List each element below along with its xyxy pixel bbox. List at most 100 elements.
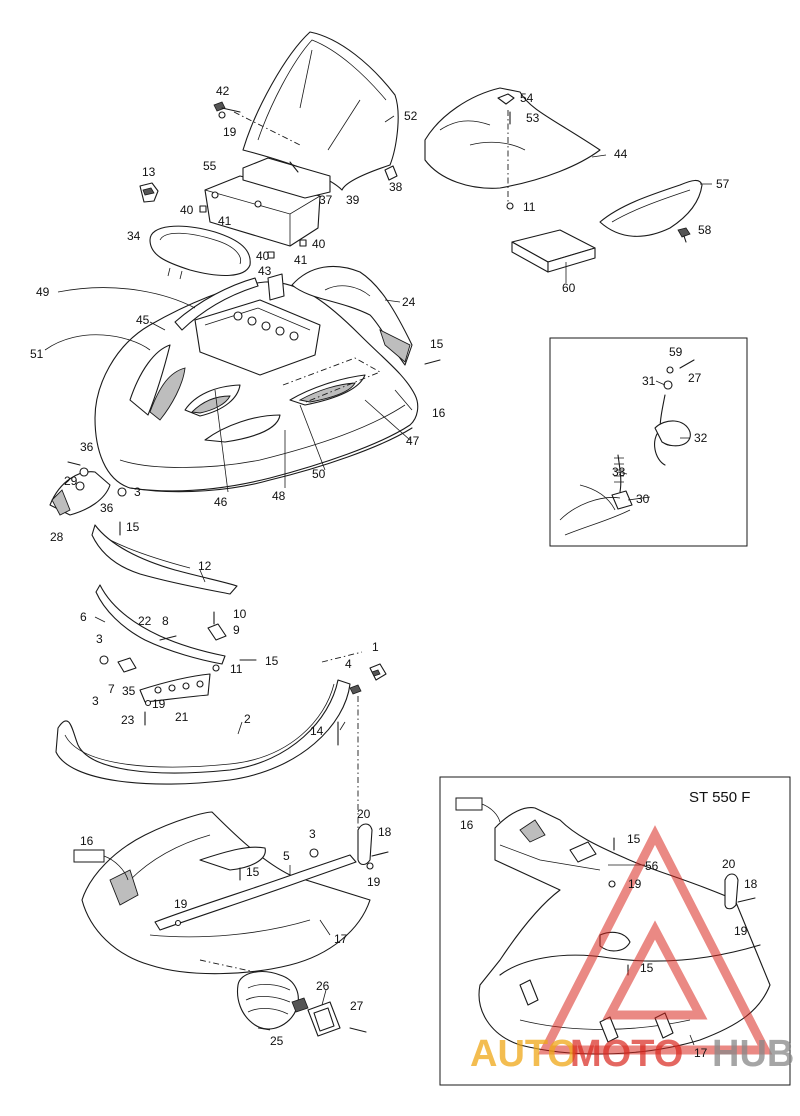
callout-19: 19 <box>223 125 237 139</box>
callout-labels: 42 19 52 54 53 44 13 55 38 37 39 57 11 4… <box>30 84 758 1060</box>
callout-25: 25 <box>270 1034 284 1048</box>
callout-56: 56 <box>645 859 659 873</box>
st550f-decal-16 <box>455 797 483 811</box>
callout-12: 12 <box>198 559 212 573</box>
callout-15-d: 15 <box>246 865 260 879</box>
bracket-6 <box>95 584 226 665</box>
callout-23: 23 <box>121 713 135 727</box>
callout-8: 8 <box>162 614 169 628</box>
callout-35: 35 <box>122 684 136 698</box>
callout-36-b: 36 <box>100 501 114 515</box>
leader-lines <box>44 115 712 1046</box>
callout-19-c: 19 <box>367 875 381 889</box>
callout-40-a: 40 <box>180 203 194 217</box>
trim-45 <box>174 277 259 331</box>
callout-16-hood: 16 <box>432 406 446 420</box>
callout-40-b: 40 <box>312 237 326 251</box>
st550f-plate-20 <box>724 873 739 910</box>
callout-15-f: 15 <box>640 961 654 975</box>
callout-28: 28 <box>50 530 64 544</box>
callout-21: 21 <box>175 710 189 724</box>
hardware-small <box>67 111 756 1033</box>
callout-20-a: 20 <box>357 807 371 821</box>
callout-32: 32 <box>694 431 708 445</box>
callout-60: 60 <box>562 281 576 295</box>
callout-33: 33 <box>612 465 626 479</box>
callout-52: 52 <box>404 109 418 123</box>
bolt-4 <box>349 684 362 695</box>
inset-title: ST 550 F <box>689 789 750 806</box>
plate-20 <box>357 823 373 866</box>
callout-47: 47 <box>406 434 420 448</box>
callout-13: 13 <box>142 165 156 179</box>
callout-29: 29 <box>64 474 78 488</box>
callout-44: 44 <box>614 147 628 161</box>
callout-16-inset: 16 <box>460 818 474 832</box>
callout-36-a: 36 <box>80 440 94 454</box>
callout-14: 14 <box>310 724 324 738</box>
callout-54: 54 <box>520 91 534 105</box>
callout-19-d: 19 <box>174 897 188 911</box>
callout-9: 9 <box>233 623 240 637</box>
callout-3-d: 3 <box>309 827 316 841</box>
callout-51: 51 <box>30 347 44 361</box>
callout-45: 45 <box>136 313 150 327</box>
callout-3-b: 3 <box>96 632 103 646</box>
callout-41-a: 41 <box>218 214 232 228</box>
callout-27-inset: 27 <box>688 371 702 385</box>
callout-58: 58 <box>698 223 712 237</box>
watermark-moto: MOTO <box>570 1033 683 1075</box>
callout-59: 59 <box>669 345 683 359</box>
inset-cable-box <box>549 337 748 547</box>
callout-42: 42 <box>216 84 230 98</box>
deflector-57 <box>599 179 703 237</box>
callout-18-a: 18 <box>378 825 392 839</box>
callout-27-b: 27 <box>350 999 364 1013</box>
callout-10: 10 <box>233 607 247 621</box>
console-upper <box>204 157 331 247</box>
callout-5: 5 <box>283 849 290 863</box>
callout-57: 57 <box>716 177 730 191</box>
boot-25 <box>236 971 309 1030</box>
callout-55: 55 <box>203 159 217 173</box>
callout-22: 22 <box>138 614 152 628</box>
callout-17-a: 17 <box>334 932 348 946</box>
callout-4: 4 <box>345 657 352 671</box>
callout-53: 53 <box>526 111 540 125</box>
callout-2: 2 <box>244 712 251 726</box>
clip-13 <box>139 182 159 203</box>
callout-40-c: 40 <box>256 249 270 263</box>
reinforcement-21 <box>139 673 211 703</box>
watermark-logo: AUTO MOTO HUB <box>470 825 794 1075</box>
callout-19-e: 19 <box>628 877 642 891</box>
callout-34: 34 <box>127 229 141 243</box>
callout-19-b: 19 <box>152 697 166 711</box>
callout-15-a: 15 <box>430 337 444 351</box>
side-panel-24 <box>291 265 413 366</box>
callout-49: 49 <box>36 285 50 299</box>
callout-38: 38 <box>389 180 403 194</box>
callout-37: 37 <box>319 193 333 207</box>
screw-58 <box>677 227 691 243</box>
hood <box>94 273 419 493</box>
callout-30: 30 <box>636 492 650 506</box>
belly-pan-17 <box>81 811 371 975</box>
watermark-auto: AUTO <box>470 1033 577 1075</box>
bumper-2 <box>55 679 351 785</box>
callout-15-b: 15 <box>126 520 140 534</box>
callout-11-top: 11 <box>523 200 536 214</box>
callout-7: 7 <box>108 682 115 696</box>
tray-44 <box>424 87 601 202</box>
callout-16-belly: 16 <box>80 834 94 848</box>
callout-3-a: 3 <box>134 485 141 499</box>
callout-15-e: 15 <box>627 832 641 846</box>
gasket-26 <box>307 1001 341 1037</box>
callout-18-b: 18 <box>744 877 758 891</box>
callout-41-b: 41 <box>294 253 308 267</box>
callout-43: 43 <box>258 264 272 278</box>
console-pad-34 <box>149 225 251 280</box>
bracket-12 <box>91 524 238 595</box>
callout-17-b: 17 <box>694 1046 708 1060</box>
windshield <box>233 31 399 191</box>
